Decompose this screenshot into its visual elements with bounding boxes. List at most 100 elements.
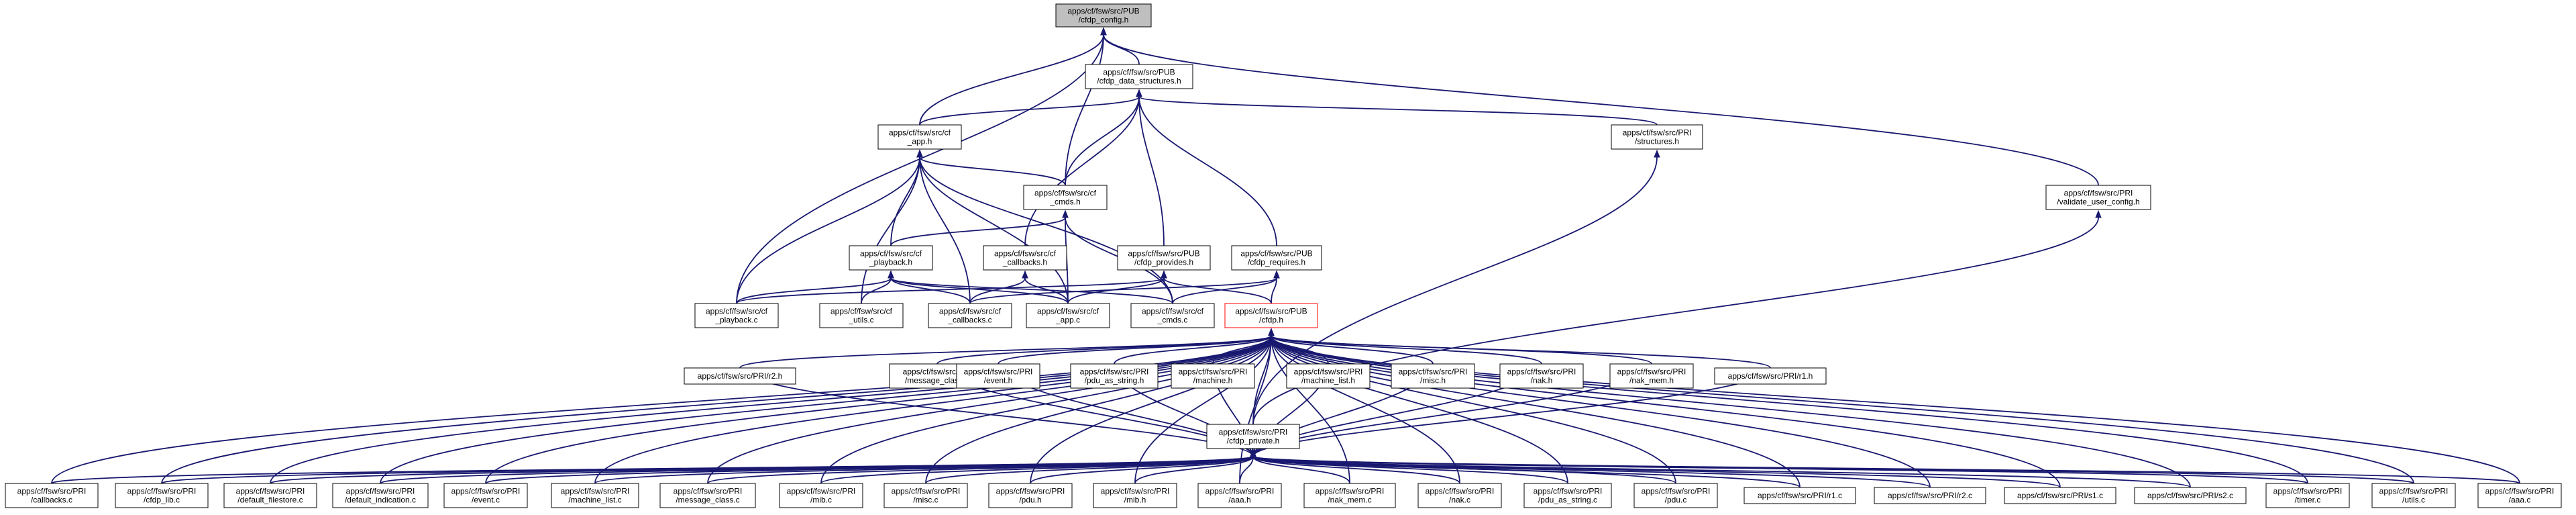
node-box-mib_h[interactable] — [1093, 483, 1177, 508]
node-default_indication_c[interactable]: apps/cf/fsw/src/PRI/default_indication.c — [332, 483, 429, 508]
node-box-cf_callbacks_h[interactable] — [983, 245, 1067, 271]
node-cfdp_config[interactable]: apps/cf/fsw/src/PUB/cfdp_config.h — [1055, 3, 1152, 28]
node-timer_c[interactable]: apps/cf/fsw/src/PRI/timer.c — [2265, 483, 2350, 508]
node-box-nak_h[interactable] — [1499, 363, 1584, 389]
node-box-machine_h[interactable] — [1171, 363, 1255, 389]
node-box-s1_c[interactable] — [2004, 487, 2116, 504]
node-box-cfdp_data_structures[interactable] — [1085, 64, 1193, 89]
node-box-cf_utils_c[interactable] — [819, 303, 904, 328]
node-r1_h[interactable]: apps/cf/fsw/src/PRI/r1.h — [1714, 367, 1827, 385]
node-pdu_as_string_h[interactable]: apps/cf/fsw/src/PRI/pdu_as_string.h — [1070, 363, 1159, 389]
node-cf_callbacks_c[interactable]: apps/cf/fsw/src/cf_callbacks.c — [928, 303, 1012, 328]
node-box-pdu_c[interactable] — [1633, 483, 1718, 508]
node-box-cfdp_requires[interactable] — [1231, 245, 1322, 271]
node-cf_app_c[interactable]: apps/cf/fsw/src/cf_app.c — [1026, 303, 1110, 328]
node-misc_c[interactable]: apps/cf/fsw/src/PRI/misc.c — [883, 483, 968, 508]
node-box-cf_playback_h[interactable] — [849, 245, 933, 271]
node-cfdp_provides[interactable]: apps/cf/fsw/src/PUB/cfdp_provides.h — [1117, 245, 1211, 271]
node-box-r1_h[interactable] — [1714, 367, 1827, 385]
node-nak_c[interactable]: apps/cf/fsw/src/PRI/nak.c — [1417, 483, 1502, 508]
node-cfdp_lib_c[interactable]: apps/cf/fsw/src/PRI/cfdp_lib.c — [115, 483, 209, 508]
node-cfdp_data_structures[interactable]: apps/cf/fsw/src/PUB/cfdp_data_structures… — [1085, 64, 1193, 89]
node-box-nak_mem_h[interactable] — [1609, 363, 1694, 389]
node-box-r1_c[interactable] — [1743, 487, 1856, 504]
node-box-aaa_c[interactable] — [2477, 483, 2562, 508]
node-aaa_h[interactable]: apps/cf/fsw/src/PRI/aaa.h — [1197, 483, 1282, 508]
node-box-callbacks_c[interactable] — [5, 483, 99, 508]
node-cf_playback_h[interactable]: apps/cf/fsw/src/cf_playback.h — [849, 245, 933, 271]
node-cfdp_private[interactable]: apps/cf/fsw/src/PRI/cfdp_private.h — [1206, 424, 1300, 449]
node-r2_h[interactable]: apps/cf/fsw/src/PRI/r2.h — [684, 367, 796, 385]
node-cf_cmds_c[interactable]: apps/cf/fsw/src/cf_cmds.c — [1130, 303, 1215, 328]
node-message_class_c[interactable]: apps/cf/fsw/src/PRI/message_class.c — [659, 483, 756, 508]
node-validate_user_config[interactable]: apps/cf/fsw/src/PRI/validate_user_config… — [2045, 185, 2151, 210]
node-box-aaa_h[interactable] — [1197, 483, 1282, 508]
node-aaa_c[interactable]: apps/cf/fsw/src/PRI/aaa.c — [2477, 483, 2562, 508]
node-r2_c[interactable]: apps/cf/fsw/src/PRI/r2.c — [1874, 487, 1986, 504]
node-box-nak_c[interactable] — [1417, 483, 1502, 508]
node-box-message_class_c[interactable] — [659, 483, 756, 508]
node-box-cfdp_lib_c[interactable] — [115, 483, 209, 508]
node-box-nak_mem_c[interactable] — [1303, 483, 1396, 508]
node-cf_cmds_h[interactable]: apps/cf/fsw/src/cf_cmds.h — [1023, 185, 1108, 210]
node-box-timer_c[interactable] — [2265, 483, 2350, 508]
node-box-mib_c[interactable] — [779, 483, 863, 508]
node-box-cf_playback_c[interactable] — [694, 303, 779, 328]
node-cfdp_requires[interactable]: apps/cf/fsw/src/PUB/cfdp_requires.h — [1231, 245, 1322, 271]
node-cfdp_h[interactable]: apps/cf/fsw/src/PUB/cfdp.h — [1224, 303, 1318, 328]
node-box-default_indication_c[interactable] — [332, 483, 429, 508]
node-machine_h[interactable]: apps/cf/fsw/src/PRI/machine.h — [1171, 363, 1255, 389]
node-callbacks_c[interactable]: apps/cf/fsw/src/PRI/callbacks.c — [5, 483, 99, 508]
node-box-cf_cmds_c[interactable] — [1130, 303, 1215, 328]
node-box-validate_user_config[interactable] — [2045, 185, 2151, 210]
node-nak_mem_c[interactable]: apps/cf/fsw/src/PRI/nak_mem.c — [1303, 483, 1396, 508]
node-cf_app_h[interactable]: apps/cf/fsw/src/cf_app.h — [877, 124, 962, 150]
node-pdu_as_string_c[interactable]: apps/cf/fsw/src/PRI/pdu_as_string.c — [1523, 483, 1612, 508]
node-nak_h[interactable]: apps/cf/fsw/src/PRI/nak.h — [1499, 363, 1584, 389]
node-box-utils_c[interactable] — [2371, 483, 2456, 508]
node-cf_playback_c[interactable]: apps/cf/fsw/src/cf_playback.c — [694, 303, 779, 328]
node-box-s2_c[interactable] — [2134, 487, 2247, 504]
node-box-machine_list_c[interactable] — [551, 483, 639, 508]
node-box-cf_app_c[interactable] — [1026, 303, 1110, 328]
node-box-r2_c[interactable] — [1874, 487, 1986, 504]
node-cf_callbacks_h[interactable]: apps/cf/fsw/src/cf_callbacks.h — [983, 245, 1067, 271]
node-label-structures_h-0: apps/cf/fsw/src/PRI — [1623, 128, 1692, 138]
node-box-misc_c[interactable] — [883, 483, 968, 508]
node-box-cf_callbacks_c[interactable] — [928, 303, 1012, 328]
node-machine_list_c[interactable]: apps/cf/fsw/src/PRI/machine_list.c — [551, 483, 639, 508]
node-event_h[interactable]: apps/cf/fsw/src/PRI/event.h — [956, 363, 1040, 389]
node-box-cf_cmds_h[interactable] — [1023, 185, 1108, 210]
node-cf_utils_c[interactable]: apps/cf/fsw/src/cf_utils.c — [819, 303, 904, 328]
node-box-pdu_as_string_h[interactable] — [1070, 363, 1159, 389]
node-box-machine_list_h[interactable] — [1286, 363, 1371, 389]
node-default_filestore_c[interactable]: apps/cf/fsw/src/PRI/default_filestore.c — [223, 483, 317, 508]
node-pdu_h[interactable]: apps/cf/fsw/src/PRI/pdu.h — [988, 483, 1073, 508]
node-s1_c[interactable]: apps/cf/fsw/src/PRI/s1.c — [2004, 487, 2116, 504]
node-box-cfdp_private[interactable] — [1206, 424, 1300, 449]
node-pdu_c[interactable]: apps/cf/fsw/src/PRI/pdu.c — [1633, 483, 1718, 508]
node-box-pdu_h[interactable] — [988, 483, 1073, 508]
node-box-event_c[interactable] — [443, 483, 528, 508]
node-box-misc_h[interactable] — [1391, 363, 1475, 389]
node-s2_c[interactable]: apps/cf/fsw/src/PRI/s2.c — [2134, 487, 2247, 504]
node-utils_c[interactable]: apps/cf/fsw/src/PRI/utils.c — [2371, 483, 2456, 508]
node-box-cfdp_provides[interactable] — [1117, 245, 1211, 271]
node-r1_c[interactable]: apps/cf/fsw/src/PRI/r1.c — [1743, 487, 1856, 504]
node-box-pdu_as_string_c[interactable] — [1523, 483, 1612, 508]
node-box-cf_app_h[interactable] — [877, 124, 962, 150]
node-nak_mem_h[interactable]: apps/cf/fsw/src/PRI/nak_mem.h — [1609, 363, 1694, 389]
node-misc_h[interactable]: apps/cf/fsw/src/PRI/misc.h — [1391, 363, 1475, 389]
edge-aaa_h-to-cfdp_private — [1239, 456, 1254, 484]
node-machine_list_h[interactable]: apps/cf/fsw/src/PRI/machine_list.h — [1286, 363, 1371, 389]
node-structures_h[interactable]: apps/cf/fsw/src/PRI/structures.h — [1611, 124, 1703, 150]
node-mib_h[interactable]: apps/cf/fsw/src/PRI/mib.h — [1093, 483, 1177, 508]
node-box-event_h[interactable] — [956, 363, 1040, 389]
node-mib_c[interactable]: apps/cf/fsw/src/PRI/mib.c — [779, 483, 863, 508]
node-box-cfdp_h[interactable] — [1224, 303, 1318, 328]
node-box-default_filestore_c[interactable] — [223, 483, 317, 508]
node-box-r2_h[interactable] — [684, 367, 796, 385]
node-box-structures_h[interactable] — [1611, 124, 1703, 150]
node-event_c[interactable]: apps/cf/fsw/src/PRI/event.c — [443, 483, 528, 508]
node-box-cfdp_config[interactable] — [1055, 3, 1152, 28]
